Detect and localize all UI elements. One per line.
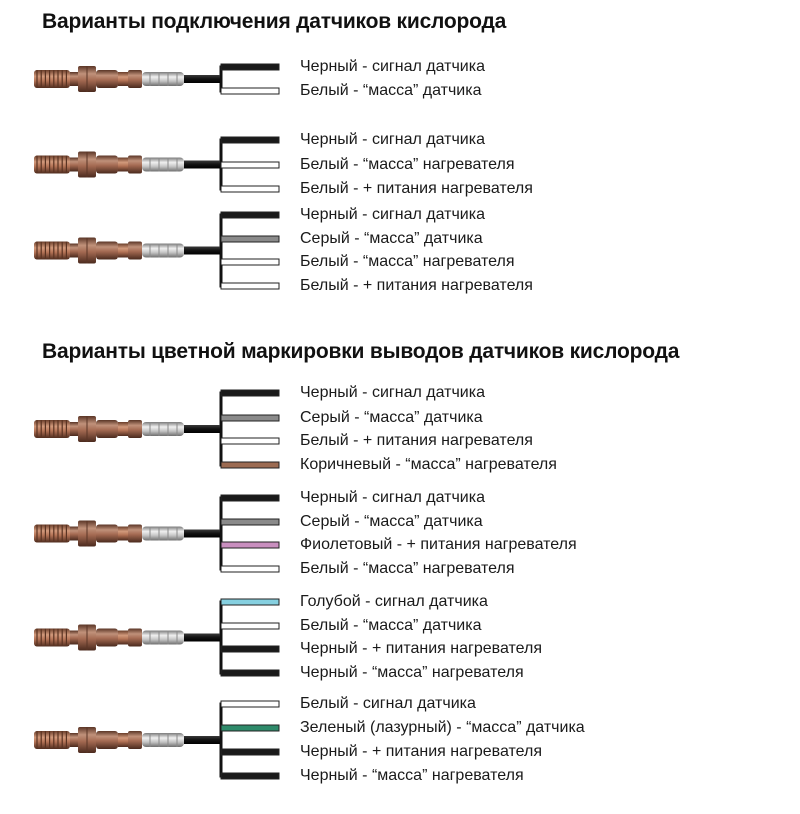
wire-label: Черный - сигнал датчика — [300, 58, 485, 75]
wire-colored — [220, 258, 280, 266]
wire-label: Белый - “масса” датчика — [300, 82, 482, 99]
wire-label: Белый - сигнал датчика — [300, 695, 476, 712]
oxygen-sensor — [34, 700, 280, 780]
wire-colored — [220, 185, 280, 193]
wire-black — [220, 389, 280, 397]
wire-colored — [220, 235, 280, 243]
wire-label: Черный - + питания нагревателя — [300, 640, 543, 657]
wire-label: Зеленый (лазурный) - “масса” датчика — [300, 719, 585, 736]
wire-label: Черный - сигнал датчика — [300, 489, 485, 506]
oxygen-sensor — [34, 136, 280, 193]
wire-label: Серый - “масса” датчика — [300, 230, 483, 247]
section-heading-connection: Варианты подключения датчиков кислорода — [42, 10, 507, 33]
wire-colored — [220, 414, 280, 422]
wire-label: Черный - сигнал датчика — [300, 206, 485, 223]
wire-label: Черный - сигнал датчика — [300, 131, 485, 148]
wire-label: Белый - + питания нагревателя — [300, 180, 533, 197]
wire-black — [220, 772, 280, 780]
wire-colored — [220, 541, 280, 549]
wire-label: Белый - “масса” нагревателя — [300, 156, 515, 173]
wire-label: Белый - + питания нагревателя — [300, 432, 533, 449]
wire-black — [220, 136, 280, 144]
wire-colored — [220, 87, 280, 95]
oxygen-sensor — [34, 389, 280, 469]
wire-label: Белый - “масса” нагревателя — [300, 253, 515, 270]
wire-label: Черный - “масса” нагревателя — [300, 664, 524, 681]
wire-label: Серый - “масса” датчика — [300, 513, 483, 530]
wire-colored — [220, 461, 280, 469]
wire-label: Белый - “масса” датчика — [300, 617, 482, 634]
wire-label: Фиолетовый - + питания нагревателя — [300, 536, 577, 553]
oxygen-sensor — [34, 494, 280, 573]
wire-label: Черный - сигнал датчика — [300, 384, 485, 401]
wire-label: Черный - + питания нагревателя — [300, 743, 543, 760]
wire-black — [220, 63, 280, 71]
wire-black — [220, 211, 280, 219]
wire-colored — [220, 565, 280, 573]
section-heading-color-marking: Варианты цветной маркировки выводов датч… — [42, 340, 680, 363]
oxygen-sensor — [34, 598, 280, 677]
wire-label: Черный - “масса” нагревателя — [300, 767, 524, 784]
oxygen-sensor — [34, 211, 280, 290]
wire-black — [220, 494, 280, 502]
wire-label: Голубой - сигнал датчика — [300, 593, 488, 610]
wire-colored — [220, 282, 280, 290]
wire-colored — [220, 724, 280, 732]
wire-black — [220, 669, 280, 677]
wire-colored — [220, 518, 280, 526]
wire-colored — [220, 700, 280, 708]
wire-label: Белый - + питания нагревателя — [300, 277, 533, 294]
wire-label: Белый - “масса” нагревателя — [300, 560, 515, 577]
wire-black — [220, 748, 280, 756]
oxygen-sensor — [34, 63, 280, 95]
wire-colored — [220, 437, 280, 445]
wire-label: Коричневый - “масса” нагревателя — [300, 456, 557, 473]
wire-label: Серый - “масса” датчика — [300, 409, 483, 426]
wire-colored — [220, 622, 280, 630]
wire-colored — [220, 161, 280, 169]
wire-black — [220, 645, 280, 653]
wire-colored — [220, 598, 280, 606]
